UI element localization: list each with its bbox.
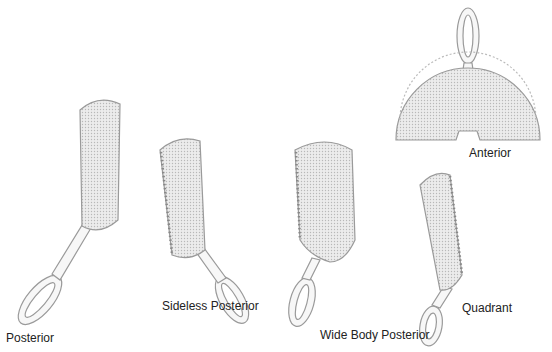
anterior-tray <box>396 8 540 140</box>
tray-label: Sideless Posterior <box>162 299 259 313</box>
posterior-tray <box>11 100 120 331</box>
tray-label: Posterior <box>6 331 54 345</box>
tray-label: Quadrant <box>462 301 512 315</box>
tray-label: Anterior <box>469 146 511 160</box>
wide-body-posterior-tray <box>284 142 355 329</box>
quadrant-tray <box>417 173 462 347</box>
tray-label: Wide Body Posterior <box>320 328 429 342</box>
